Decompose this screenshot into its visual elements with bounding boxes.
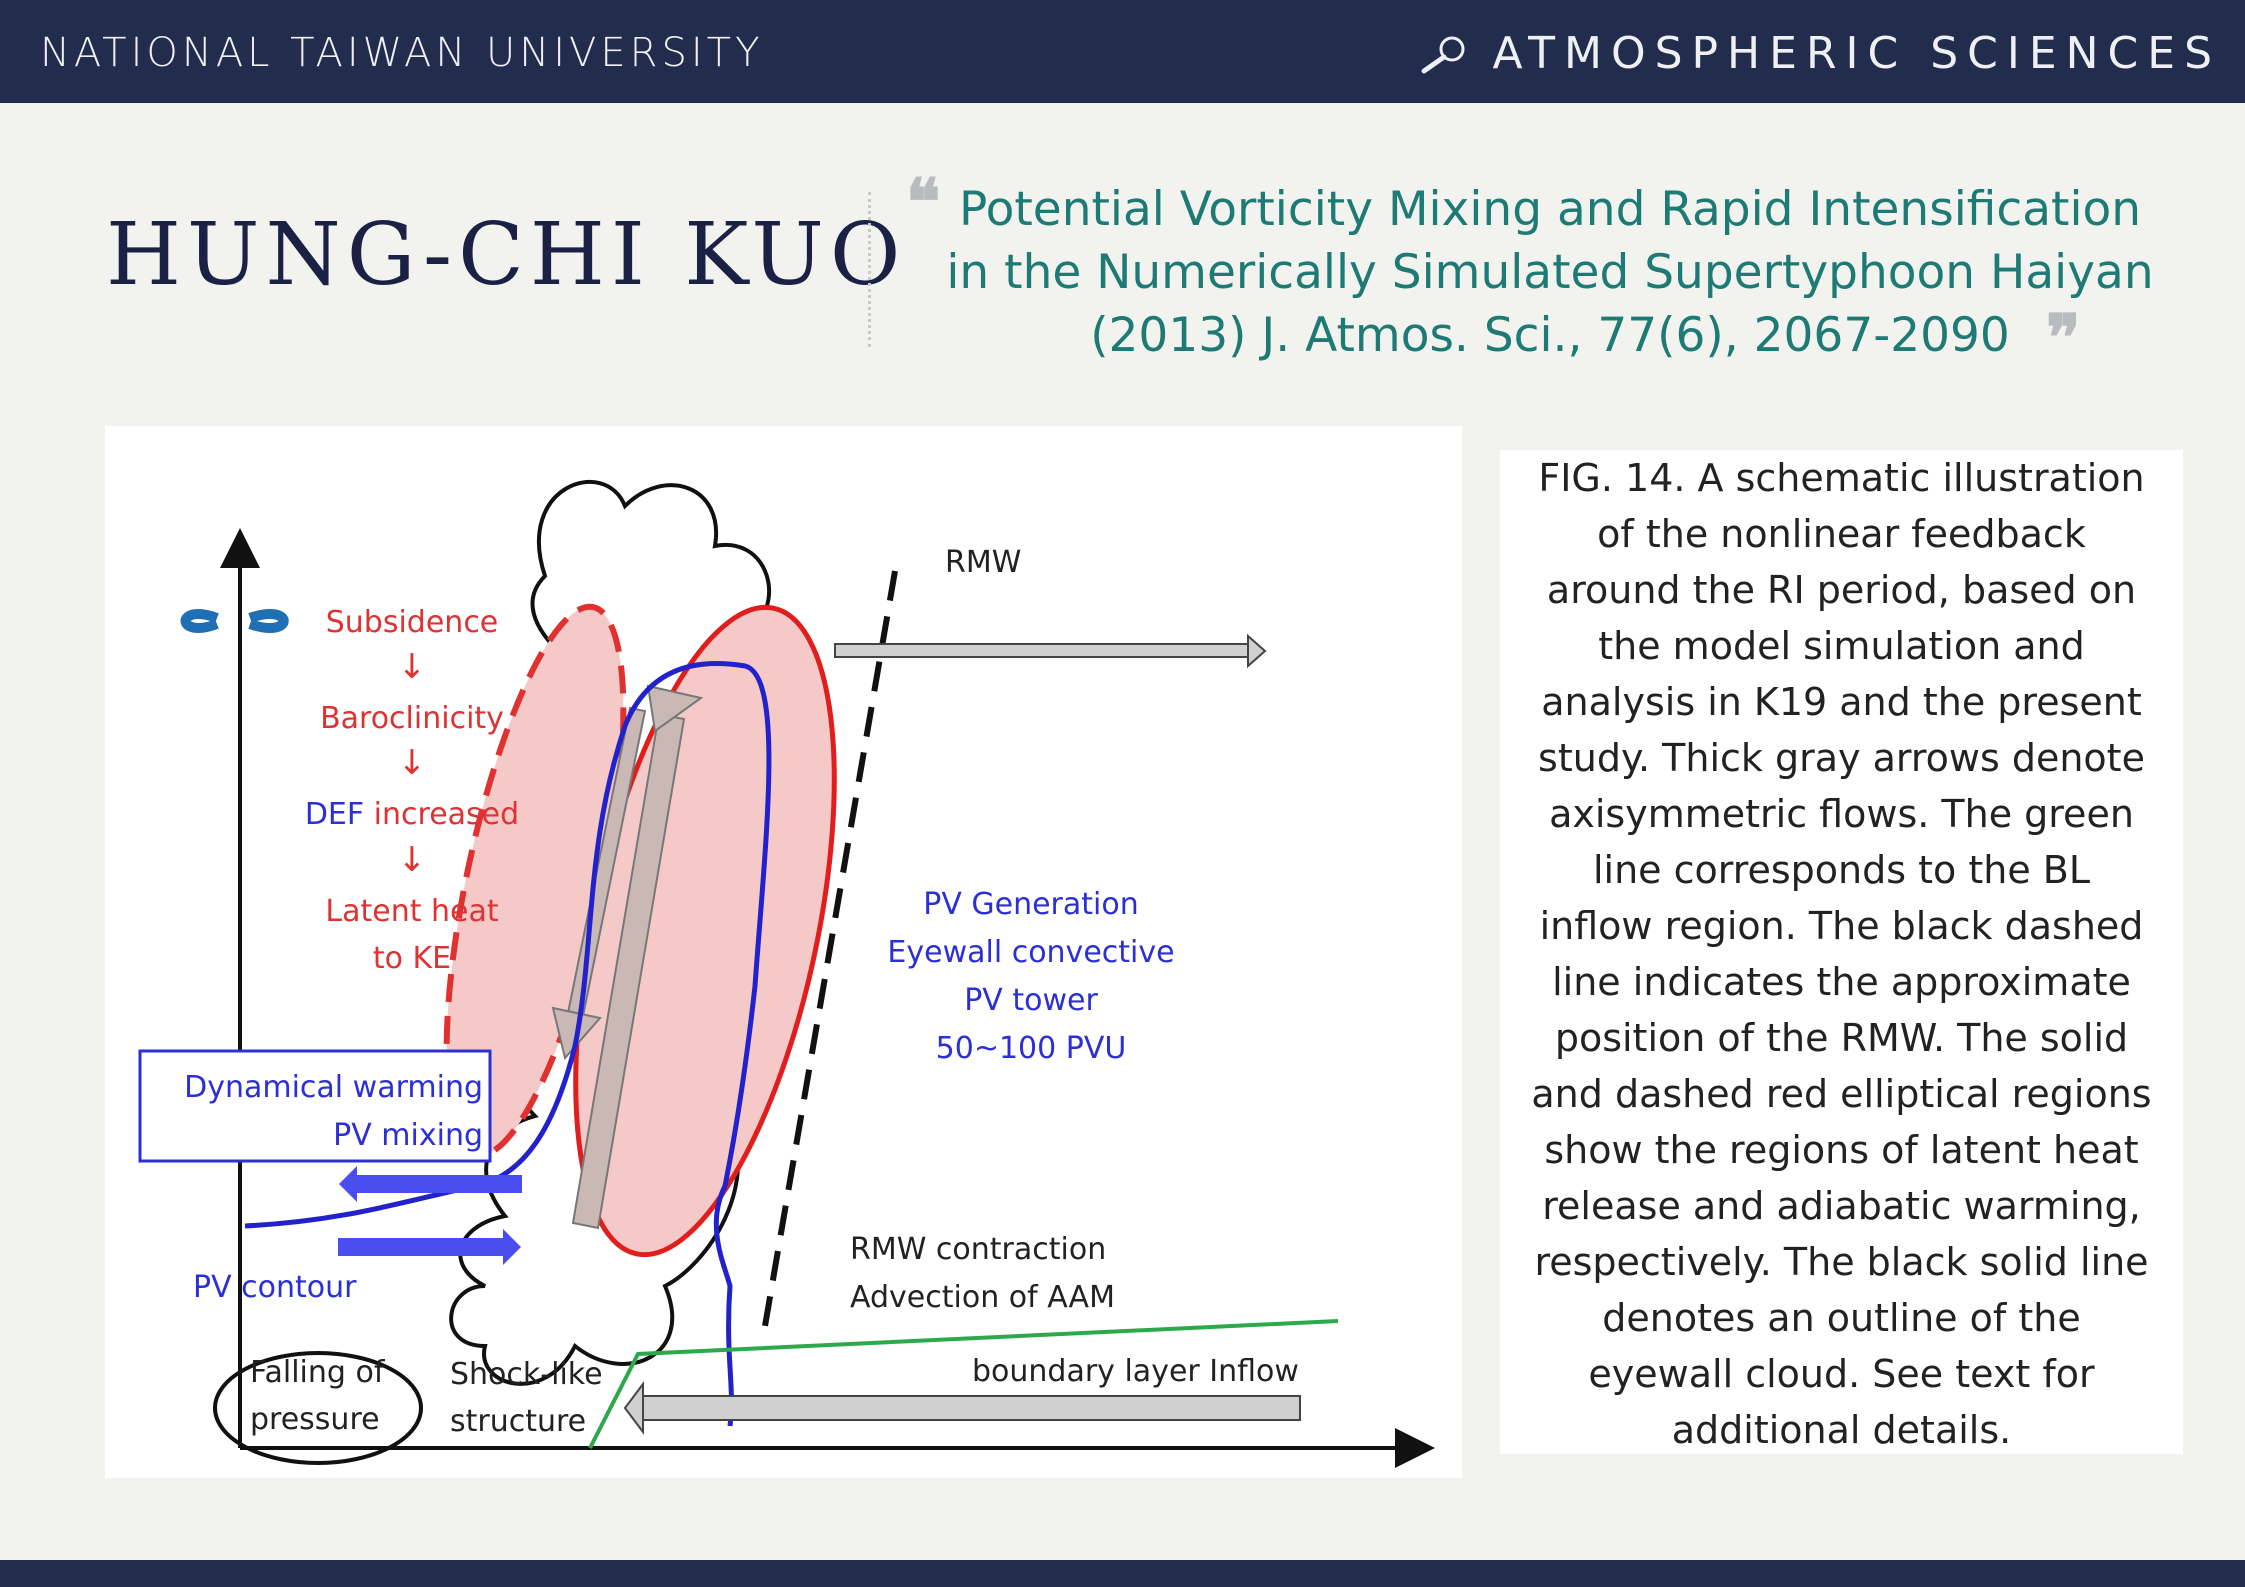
def-increased-label: DEF increased bbox=[305, 797, 519, 832]
advection-aam-label: Advection of AAM bbox=[850, 1280, 1115, 1315]
caption-line: inflow region. The black dashed bbox=[1539, 904, 2144, 948]
bl-inflow-arrow bbox=[623, 1381, 1301, 1435]
pv-tower-label: PV tower bbox=[964, 983, 1098, 1018]
department-label: ATMOSPHERIC SCIENCES bbox=[1420, 28, 2221, 79]
axes bbox=[220, 528, 1435, 1468]
bl-inflow-line bbox=[588, 1319, 1339, 1449]
pv-mixing-label: PV mixing bbox=[333, 1118, 483, 1153]
rmw-dashed-line bbox=[762, 570, 898, 1327]
department-name: ATMOSPHERIC SCIENCES bbox=[1492, 28, 2221, 79]
falling-pressure-ellipse bbox=[213, 1351, 423, 1465]
header-bar: NATIONAL TAIWAN UNIVERSITY ATMOSPHERIC S… bbox=[0, 0, 2245, 103]
dynamical-warming-box bbox=[138, 1049, 492, 1163]
caption-line: analysis in K19 and the present bbox=[1541, 680, 2142, 724]
divider bbox=[868, 192, 871, 347]
citation-line-2: in the Numerically Simulated Supertyphoo… bbox=[946, 245, 2154, 300]
open-quote-icon: ❝ bbox=[906, 165, 941, 240]
pv-contour-label: PV contour bbox=[193, 1270, 357, 1305]
caption-line: around the RI period, based on bbox=[1546, 568, 2137, 612]
citation-line-1: Potential Vorticity Mixing and Rapid Int… bbox=[958, 182, 2142, 237]
pv-contour-line bbox=[244, 661, 772, 1427]
author-name: HUNG-CHI KUO bbox=[106, 205, 907, 305]
updraft-arrow bbox=[571, 684, 704, 1230]
falling-of-label: Falling of bbox=[250, 1355, 386, 1390]
caption-line: additional details. bbox=[1671, 1408, 2012, 1452]
rmw-label: RMW bbox=[945, 545, 1021, 580]
caption-line: axisymmetric flows. The green bbox=[1549, 792, 2134, 836]
structure-label: structure bbox=[450, 1404, 586, 1439]
caption-line: line corresponds to the BL bbox=[1592, 848, 2091, 892]
bl-inflow-label: boundary layer Inflow bbox=[972, 1354, 1299, 1389]
pvu-label: 50~100 PVU bbox=[936, 1031, 1127, 1066]
subsidence-label: Subsidence bbox=[326, 605, 499, 640]
caption-line: and dashed red elliptical regions bbox=[1531, 1072, 2152, 1116]
caption-line: FIG. 14. A schematic illustration bbox=[1538, 456, 2145, 500]
citation-line-3: (2013) J. Atmos. Sci., 77(6), 2067-2090 bbox=[1090, 308, 2010, 363]
latent-heat-label: Latent heat bbox=[325, 894, 498, 929]
to-ke-label: to KE bbox=[373, 941, 451, 976]
baroclinicity-label: Baroclinicity bbox=[320, 701, 504, 736]
rmw-contraction-label: RMW contraction bbox=[850, 1232, 1106, 1267]
eyewall-convective-label: Eyewall convective bbox=[887, 935, 1174, 970]
arrow-down-1: ↓ bbox=[398, 647, 427, 687]
caption-line: respectively. The black solid line bbox=[1534, 1240, 2149, 1284]
arrow-down-2: ↓ bbox=[398, 743, 427, 783]
schematic-figure: RMW Subsidence ↓ Baroclinicity ↓ ↓ Laten… bbox=[105, 426, 1462, 1478]
caption-line: line indicates the approximate bbox=[1552, 960, 2131, 1004]
caption-line: release and adiabatic warming, bbox=[1542, 1184, 2141, 1228]
footer-bar bbox=[0, 1560, 2245, 1587]
magnifier-icon bbox=[1421, 36, 1465, 73]
arrow-down-3: ↓ bbox=[398, 840, 427, 880]
caption-line: position of the RMW. The solid bbox=[1554, 1016, 2129, 1060]
caption-line: study. Thick gray arrows denote bbox=[1538, 736, 2145, 780]
dynamical-warming-label: Dynamical warming bbox=[184, 1070, 483, 1105]
shock-like-label: Shock-like bbox=[450, 1357, 603, 1392]
citation: Potential Vorticity Mixing and Rapid Int… bbox=[900, 178, 2200, 367]
university-name: NATIONAL TAIWAN UNIVERSITY bbox=[40, 30, 764, 76]
outward-blue-arrow bbox=[339, 1166, 522, 1202]
schematic-diagram: RMW Subsidence ↓ Baroclinicity ↓ ↓ Laten… bbox=[138, 479, 1435, 1468]
figure-caption: FIG. 14. A schematic illustration of the… bbox=[1500, 450, 2183, 1454]
caption-line: eyewall cloud. See text for bbox=[1588, 1352, 2095, 1396]
close-quote-icon: ❞ bbox=[2046, 301, 2081, 376]
rotation-arrows-icon bbox=[180, 609, 289, 633]
pv-generation-label: PV Generation bbox=[923, 887, 1139, 922]
caption-line: of the nonlinear feedback bbox=[1597, 512, 2086, 556]
caption-line: show the regions of latent heat bbox=[1544, 1128, 2139, 1172]
outflow-arrow bbox=[834, 633, 1267, 669]
inward-blue-arrow bbox=[338, 1229, 521, 1265]
caption-line: the model simulation and bbox=[1598, 624, 2085, 668]
caption-line: denotes an outline of the bbox=[1602, 1296, 2081, 1340]
pressure-label: pressure bbox=[250, 1402, 380, 1437]
